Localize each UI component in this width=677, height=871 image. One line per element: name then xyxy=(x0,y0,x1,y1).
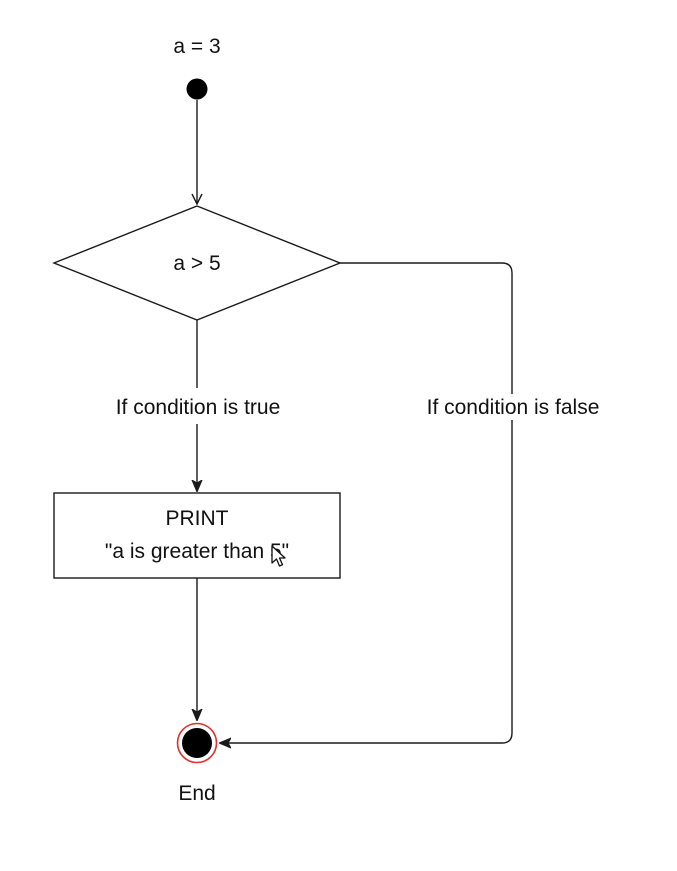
start-label: a = 3 xyxy=(173,35,220,58)
start-node xyxy=(186,78,208,100)
process-line-2: "a is greater than 5" xyxy=(105,540,289,563)
process-line-1: PRINT xyxy=(166,507,229,530)
false-branch-arrow xyxy=(220,420,513,743)
end-node xyxy=(182,728,212,758)
mouse-pointer-icon xyxy=(271,545,286,567)
print-process-box xyxy=(53,492,341,579)
end-label: End xyxy=(178,782,215,805)
false-branch-label: If condition is false xyxy=(427,396,600,419)
true-branch-label: If condition is true xyxy=(116,396,281,419)
false-branch-line-upper xyxy=(340,262,513,394)
decision-label: a > 5 xyxy=(173,252,220,275)
